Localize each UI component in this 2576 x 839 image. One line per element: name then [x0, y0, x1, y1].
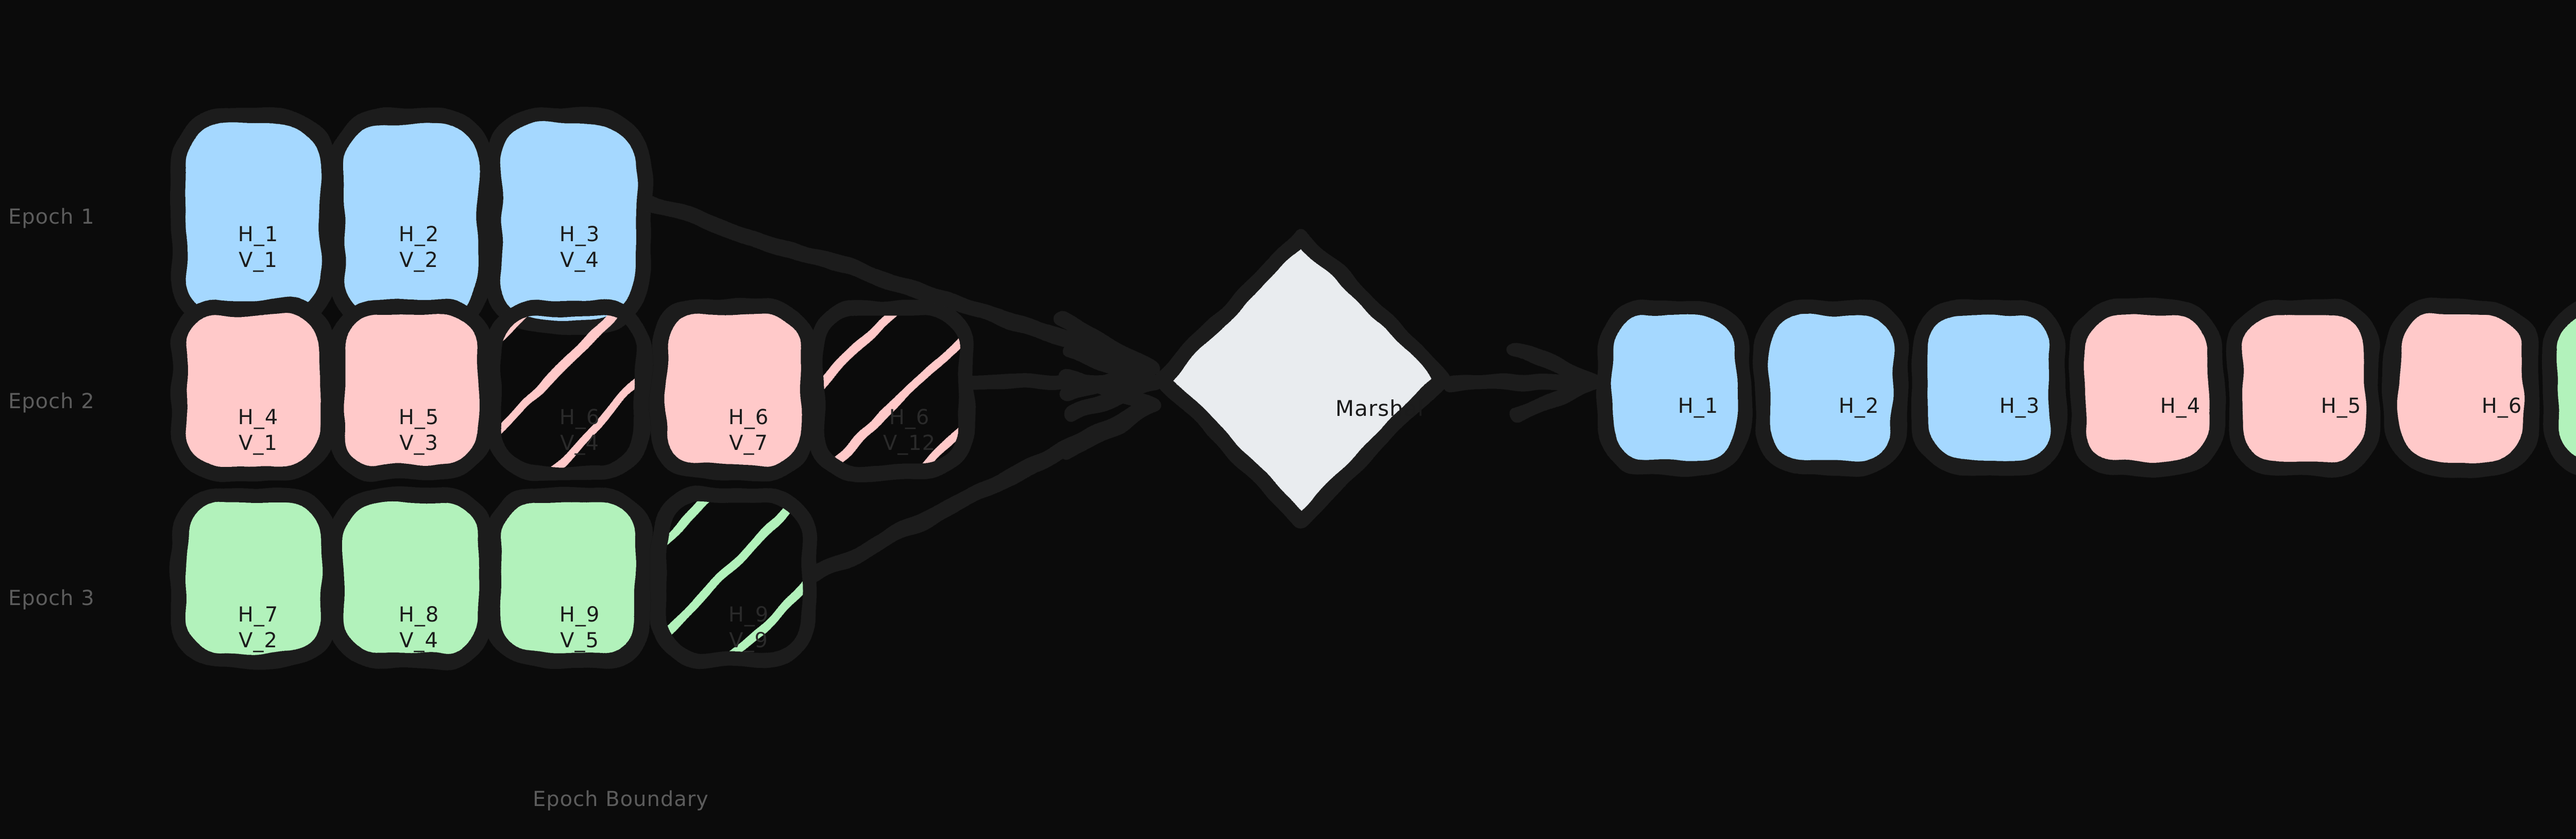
node-h9-v9-pending[interactable]: [651, 488, 816, 668]
edge-epoch3-arrowhead: [1059, 368, 1162, 459]
output-node-h5[interactable]: [2227, 299, 2381, 476]
edge-epoch2-arrowhead: [1063, 342, 1162, 423]
edge-marshal-to-output: [1444, 342, 1603, 423]
epoch-3-nodes: [171, 488, 816, 668]
node-h3-v4[interactable]: [485, 107, 651, 334]
output-node-h3[interactable]: [1912, 299, 2066, 476]
node-h6-v4-pending[interactable]: [485, 299, 651, 480]
edges-to-marshal: [637, 194, 1162, 584]
node-h6-v7[interactable]: [651, 299, 816, 480]
marshal-node[interactable]: [1154, 228, 1450, 528]
output-node-h1[interactable]: [1597, 299, 1751, 476]
node-h8-v4[interactable]: [328, 488, 494, 668]
output-row-nodes: [1597, 299, 2576, 476]
node-h9-v5[interactable]: [485, 488, 651, 668]
epoch-2-nodes: [171, 299, 974, 480]
output-node-h7[interactable]: [2541, 302, 2576, 474]
node-h6-v12-pending[interactable]: [808, 299, 974, 480]
node-h2-v2[interactable]: [328, 107, 494, 334]
node-h7-v2[interactable]: [171, 488, 336, 668]
node-h5-v3[interactable]: [328, 299, 494, 480]
node-h4-v1[interactable]: [171, 299, 336, 480]
output-node-h4[interactable]: [2069, 299, 2223, 476]
node-h1-v1[interactable]: [171, 107, 336, 334]
output-node-h2[interactable]: [1754, 299, 1908, 476]
epoch-1-nodes: [171, 107, 651, 334]
output-node-h6[interactable]: [2384, 299, 2538, 476]
edge-epoch1-to-marshal: [637, 194, 1154, 373]
